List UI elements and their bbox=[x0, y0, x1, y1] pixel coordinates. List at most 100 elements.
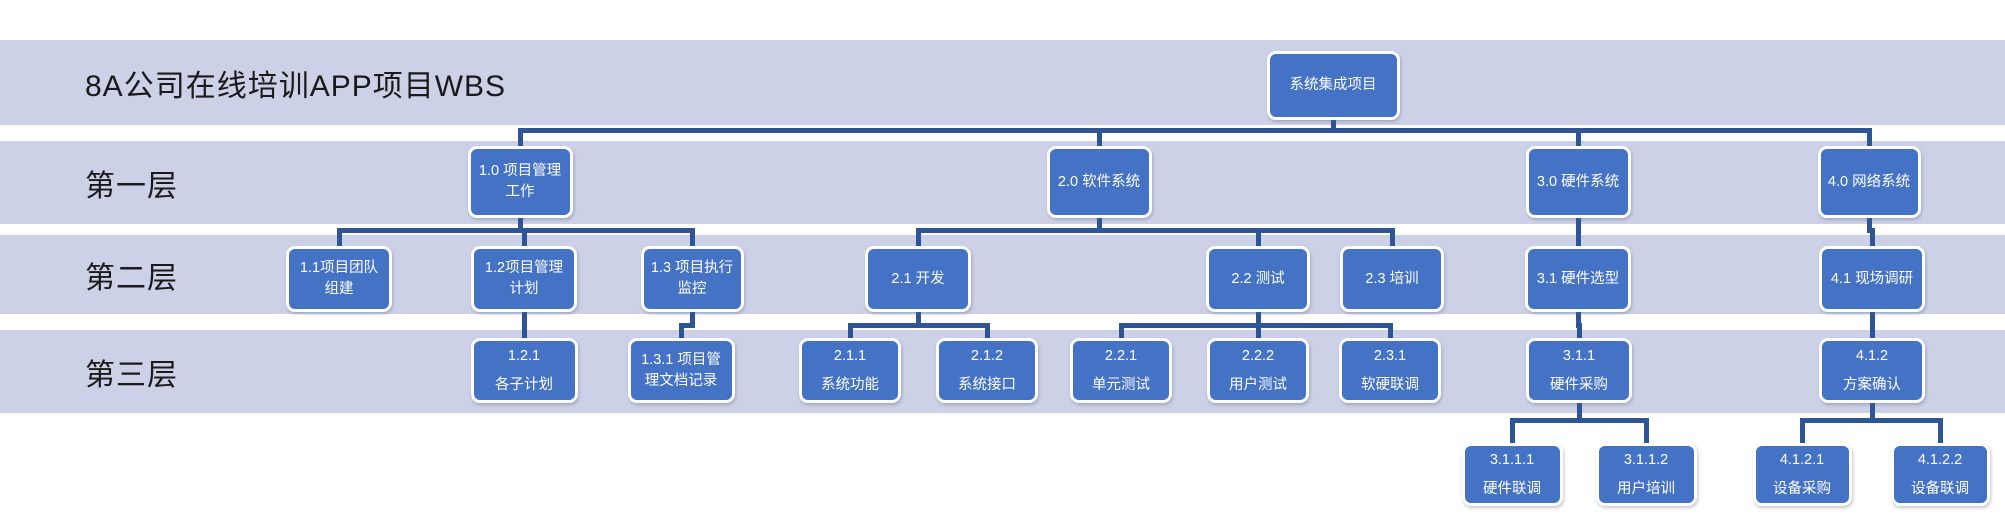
wbs-node-label: 4.0 网络系统 bbox=[1827, 173, 1911, 190]
wbs-node-label: 工作 bbox=[505, 184, 535, 200]
wbs-node-label: 2.2.2 bbox=[1241, 348, 1275, 365]
wbs-node-1.0: 1.0 项目管理工作 bbox=[467, 146, 573, 218]
wbs-node-3.1.1.1: 3.1.1.1 硬件联调 bbox=[1461, 443, 1563, 506]
wbs-node-label: 1.0 项目管理 bbox=[478, 163, 562, 180]
connector-stub bbox=[1255, 312, 1261, 328]
connector-stub bbox=[517, 218, 523, 233]
connector-bus bbox=[915, 228, 1395, 233]
wbs-node-label: 2.1.2 bbox=[970, 348, 1004, 365]
connector-stub bbox=[1330, 120, 1336, 133]
wbs-node-label: 4.1 现场调研 bbox=[1830, 270, 1914, 287]
connector-drop bbox=[1096, 128, 1102, 146]
wbs-node-label: 3.1 硬件选型 bbox=[1536, 270, 1620, 287]
wbs-node-3.0: 3.0 硬件系统 bbox=[1525, 146, 1631, 218]
wbs-node-label: 设备采购 bbox=[1773, 480, 1831, 497]
connector-drop bbox=[1869, 323, 1875, 338]
connector-stub bbox=[1096, 218, 1102, 233]
wbs-node-label: 软硬联调 bbox=[1361, 376, 1419, 393]
wbs-node-root: 系统集成项目 bbox=[1266, 51, 1400, 120]
wbs-node-label: 1.1项目团队 bbox=[299, 260, 379, 277]
wbs-node-label: 计划 bbox=[509, 281, 539, 297]
connector-drop bbox=[1255, 228, 1261, 246]
wbs-node-label: 4.1.2 bbox=[1855, 348, 1889, 365]
connector-drop bbox=[1799, 418, 1805, 443]
connector-drop bbox=[1937, 418, 1943, 443]
band-layer-2-label: 第二层 bbox=[85, 261, 178, 295]
connector-bus bbox=[1509, 418, 1649, 423]
wbs-node-label: 理文档记录 bbox=[644, 372, 718, 389]
connector-drop bbox=[1575, 128, 1581, 146]
wbs-node-4.0: 4.0 网络系统 bbox=[1817, 146, 1921, 218]
wbs-node-label: 4.1.2.2 bbox=[1917, 452, 1963, 469]
band-layer-1: 第一层 bbox=[0, 141, 2005, 224]
wbs-node-2.2: 2.2 测试 bbox=[1206, 246, 1310, 312]
band-title: 8A公司在线培训APP项目WBS bbox=[0, 40, 2005, 125]
connector-drop bbox=[1389, 228, 1395, 246]
connector-stub bbox=[1576, 403, 1582, 423]
wbs-node-2.0: 2.0 软件系统 bbox=[1046, 146, 1152, 218]
connector-drop bbox=[689, 228, 695, 246]
connector-drop bbox=[1118, 323, 1124, 338]
connector-stub bbox=[1575, 218, 1581, 233]
wbs-node-label: 各子计划 bbox=[495, 376, 553, 393]
wbs-node-label: 2.2.1 bbox=[1104, 348, 1138, 365]
connector-stub bbox=[915, 312, 921, 328]
wbs-node-label: 硬件采购 bbox=[1550, 376, 1608, 393]
wbs-node-label: 系统功能 bbox=[821, 376, 879, 393]
band-layer-3-label: 第三层 bbox=[85, 358, 178, 392]
wbs-node-4.1: 4.1 现场调研 bbox=[1819, 246, 1925, 312]
wbs-node-label: 2.2 测试 bbox=[1231, 270, 1285, 287]
wbs-node-1.2.1: 1.2.1 各子计划 bbox=[470, 338, 578, 403]
wbs-node-1.3.1: 1.3.1 项目管理文档记录 bbox=[627, 338, 735, 403]
wbs-node-label: 1.3.1 项目管 bbox=[641, 351, 721, 368]
wbs-node-label: 1.3 项目执行 bbox=[650, 260, 734, 277]
wbs-node-label: 硬件联调 bbox=[1483, 480, 1541, 497]
wbs-node-label: 3.1.1.2 bbox=[1623, 452, 1669, 469]
connector-drop bbox=[1869, 228, 1875, 246]
wbs-node-label: 3.1.1.1 bbox=[1489, 452, 1535, 469]
connector-drop bbox=[521, 228, 527, 246]
connector-bus bbox=[336, 228, 695, 233]
connector-drop bbox=[1643, 418, 1649, 443]
wbs-node-2.1.1: 2.1.1 系统功能 bbox=[799, 338, 901, 403]
wbs-node-label: 2.3.1 bbox=[1373, 348, 1407, 365]
wbs-node-label: 3.0 硬件系统 bbox=[1536, 173, 1620, 190]
wbs-node-1.2: 1.2项目管理计划 bbox=[471, 246, 577, 312]
wbs-node-label: 2.1 开发 bbox=[891, 270, 945, 287]
connector-drop bbox=[517, 128, 523, 146]
wbs-node-label: 2.1.1 bbox=[833, 348, 867, 365]
connector-stub bbox=[689, 312, 695, 328]
wbs-node-1.1: 1.1项目团队组建 bbox=[286, 246, 392, 312]
wbs-node-label: 系统接口 bbox=[958, 376, 1016, 393]
wbs-node-2.3: 2.3 培训 bbox=[1340, 246, 1444, 312]
connector-drop bbox=[915, 228, 921, 246]
connector-drop bbox=[1509, 418, 1515, 443]
wbs-node-label: 1.2项目管理 bbox=[484, 260, 564, 277]
connector-drop bbox=[1255, 323, 1261, 338]
connector-drop bbox=[1576, 323, 1582, 338]
wbs-node-1.3: 1.3 项目执行监控 bbox=[640, 246, 744, 312]
wbs-node-label: 设备联调 bbox=[1911, 480, 1969, 497]
connector-drop bbox=[1866, 128, 1872, 146]
wbs-node-label: 系统集成项目 bbox=[1289, 77, 1377, 94]
connector-bus bbox=[1799, 418, 1943, 423]
connector-stub bbox=[521, 312, 527, 328]
connector-drop bbox=[521, 323, 527, 338]
wbs-node-label: 4.1.2.1 bbox=[1779, 452, 1825, 469]
wbs-node-4.1.2.1: 4.1.2.1 设备采购 bbox=[1752, 443, 1852, 506]
connector-drop bbox=[984, 323, 990, 338]
connector-stub bbox=[1869, 312, 1875, 328]
connector-bus bbox=[678, 323, 695, 328]
wbs-node-label: 监控 bbox=[677, 281, 707, 297]
wbs-node-4.1.2.2: 4.1.2.2 设备联调 bbox=[1890, 443, 1990, 506]
band-layer-1-label: 第一层 bbox=[85, 169, 178, 203]
wbs-node-label: 1.2.1 bbox=[507, 348, 541, 365]
connector-stub bbox=[1575, 312, 1581, 328]
wbs-node-label: 组建 bbox=[324, 281, 354, 297]
wbs-node-label: 用户测试 bbox=[1229, 376, 1287, 393]
connector-drop bbox=[336, 228, 342, 246]
